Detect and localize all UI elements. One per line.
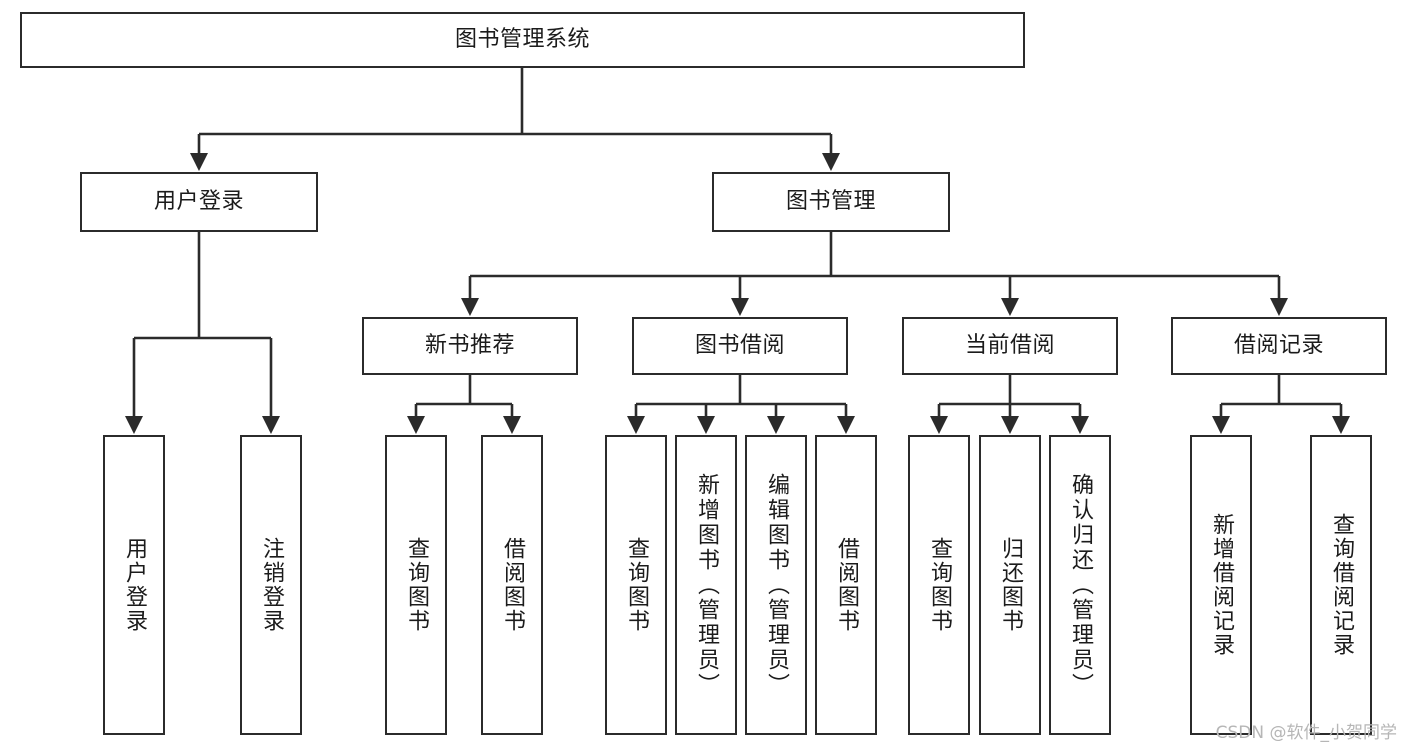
csdn-watermark: CSDN @软件_小贺同学 — [1215, 723, 1397, 743]
node-root-system[interactable]: 图书管理系统 — [20, 12, 1025, 68]
node-label: 查询借阅记录 — [1328, 513, 1354, 657]
node-label: 借阅图书 — [499, 537, 525, 633]
leaf-edit-book-admin[interactable]: 编辑图书（管理员） — [745, 435, 807, 735]
node-label: 确认归还（管理员） — [1067, 472, 1093, 698]
leaf-user-login[interactable]: 用户登录 — [103, 435, 165, 735]
node-label: 查询图书 — [623, 537, 649, 633]
node-label: 归还图书 — [997, 537, 1023, 633]
node-label: 用户登录 — [121, 537, 147, 633]
leaf-add-book-admin[interactable]: 新增图书（管理员） — [675, 435, 737, 735]
node-label: 图书借阅 — [694, 333, 785, 358]
leaf-query-book-current[interactable]: 查询图书 — [908, 435, 970, 735]
node-label: 注销登录 — [258, 537, 284, 633]
leaf-borrow-book-borrow[interactable]: 借阅图书 — [815, 435, 877, 735]
leaf-add-borrow-record[interactable]: 新增借阅记录 — [1190, 435, 1252, 735]
leaf-query-book-newbook[interactable]: 查询图书 — [385, 435, 447, 735]
node-label: 新书推荐 — [424, 333, 515, 358]
leaf-return-book[interactable]: 归还图书 — [979, 435, 1041, 735]
node-new-book-recommend[interactable]: 新书推荐 — [362, 317, 578, 375]
leaf-confirm-return-admin[interactable]: 确认归还（管理员） — [1049, 435, 1111, 735]
node-current-borrow[interactable]: 当前借阅 — [902, 317, 1118, 375]
node-book-borrow[interactable]: 图书借阅 — [632, 317, 848, 375]
leaf-borrow-book-newbook[interactable]: 借阅图书 — [481, 435, 543, 735]
node-label: 图书管理 — [785, 189, 876, 214]
node-label: 借阅记录 — [1233, 333, 1324, 358]
leaf-query-borrow-record[interactable]: 查询借阅记录 — [1310, 435, 1372, 735]
node-label: 借阅图书 — [833, 537, 859, 633]
node-label: 用户登录 — [153, 189, 244, 214]
node-label: 查询图书 — [926, 537, 952, 633]
node-borrow-record[interactable]: 借阅记录 — [1171, 317, 1387, 375]
leaf-query-book-borrow[interactable]: 查询图书 — [605, 435, 667, 735]
node-user-login[interactable]: 用户登录 — [80, 172, 318, 232]
node-label: 新增借阅记录 — [1208, 513, 1234, 657]
leaf-logout[interactable]: 注销登录 — [240, 435, 302, 735]
node-label: 新增图书（管理员） — [693, 472, 719, 698]
node-label: 编辑图书（管理员） — [763, 472, 789, 698]
node-book-management[interactable]: 图书管理 — [712, 172, 950, 232]
node-label: 图书管理系统 — [454, 27, 590, 52]
node-label: 查询图书 — [403, 537, 429, 633]
node-label: 当前借阅 — [964, 333, 1055, 358]
